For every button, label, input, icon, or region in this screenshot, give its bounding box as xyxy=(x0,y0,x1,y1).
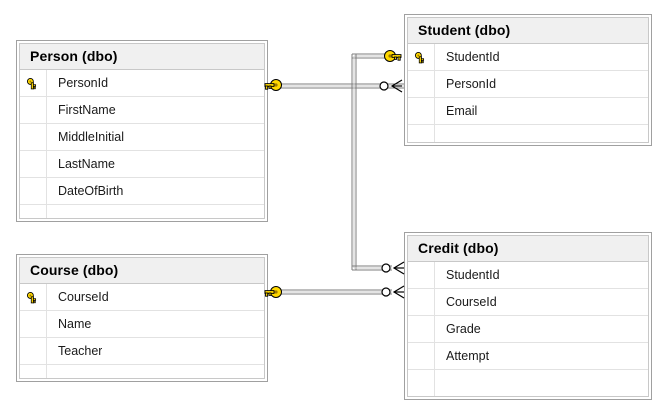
field-name: DateOfBirth xyxy=(58,184,124,198)
key-icon xyxy=(414,51,425,63)
field-row[interactable]: Teacher xyxy=(20,338,264,365)
field-name: Grade xyxy=(446,322,481,336)
field-row[interactable]: Name xyxy=(20,311,264,338)
key-gutter xyxy=(408,262,435,288)
key-gutter xyxy=(20,284,47,310)
field-name: FirstName xyxy=(58,103,116,117)
field-row[interactable]: CourseId xyxy=(408,289,648,316)
empty-row[interactable] xyxy=(20,205,264,218)
field-row[interactable]: FirstName xyxy=(20,97,264,124)
field-row[interactable]: LastName xyxy=(20,151,264,178)
crowsfoot-endpoint-icon xyxy=(381,261,405,275)
field-name: LastName xyxy=(58,157,115,171)
key-gutter xyxy=(408,125,435,142)
key-gutter xyxy=(408,289,435,315)
key-gutter xyxy=(408,98,435,124)
crowsfoot-endpoint-icon xyxy=(381,285,405,299)
field-name: MiddleInitial xyxy=(58,130,125,144)
field-row[interactable]: Email xyxy=(408,98,648,125)
field-name: Teacher xyxy=(58,344,103,358)
key-endpoint-icon xyxy=(264,286,282,298)
field-name: StudentId xyxy=(446,268,500,282)
table-title[interactable]: Person (dbo) xyxy=(20,44,264,69)
connector-course-credit[interactable] xyxy=(274,289,392,295)
key-gutter xyxy=(20,178,47,204)
field-name: Email xyxy=(446,104,478,118)
field-name: Name xyxy=(58,317,92,331)
key-gutter xyxy=(20,124,47,150)
table-title[interactable]: Student (dbo) xyxy=(408,18,648,43)
field-row[interactable]: StudentId xyxy=(408,44,648,71)
empty-row[interactable] xyxy=(20,365,264,378)
field-name: CourseId xyxy=(58,290,109,304)
key-gutter xyxy=(20,151,47,177)
field-row[interactable]: Attempt xyxy=(408,343,648,370)
crowsfoot-endpoint-icon xyxy=(379,79,403,93)
field-row[interactable]: PersonId xyxy=(408,71,648,98)
key-gutter xyxy=(20,70,47,96)
key-gutter xyxy=(408,316,435,342)
field-row[interactable]: StudentId xyxy=(408,262,648,289)
field-name: CourseId xyxy=(446,295,497,309)
key-icon xyxy=(26,291,37,303)
table-title[interactable]: Credit (dbo) xyxy=(408,236,648,261)
empty-row[interactable] xyxy=(408,370,648,396)
key-gutter xyxy=(408,71,435,97)
field-row[interactable]: DateOfBirth xyxy=(20,178,264,205)
field-row[interactable]: Grade xyxy=(408,316,648,343)
key-gutter xyxy=(20,311,47,337)
field-name: Attempt xyxy=(446,349,490,363)
connector-student-credit[interactable] xyxy=(351,53,392,271)
field-name: PersonId xyxy=(58,76,109,90)
field-row[interactable]: MiddleInitial xyxy=(20,124,264,151)
key-gutter xyxy=(20,97,47,123)
field-name: PersonId xyxy=(446,77,497,91)
key-icon xyxy=(26,77,37,89)
key-gutter xyxy=(20,338,47,364)
table-title[interactable]: Course (dbo) xyxy=(20,258,264,283)
empty-row[interactable] xyxy=(408,125,648,142)
key-endpoint-icon xyxy=(384,50,402,62)
field-row[interactable]: PersonId xyxy=(20,70,264,97)
key-gutter xyxy=(408,343,435,369)
key-gutter xyxy=(408,370,435,396)
key-gutter xyxy=(20,365,47,378)
key-gutter xyxy=(408,44,435,70)
key-gutter xyxy=(20,205,47,218)
field-row[interactable]: CourseId xyxy=(20,284,264,311)
field-name: StudentId xyxy=(446,50,500,64)
key-endpoint-icon xyxy=(264,79,282,91)
